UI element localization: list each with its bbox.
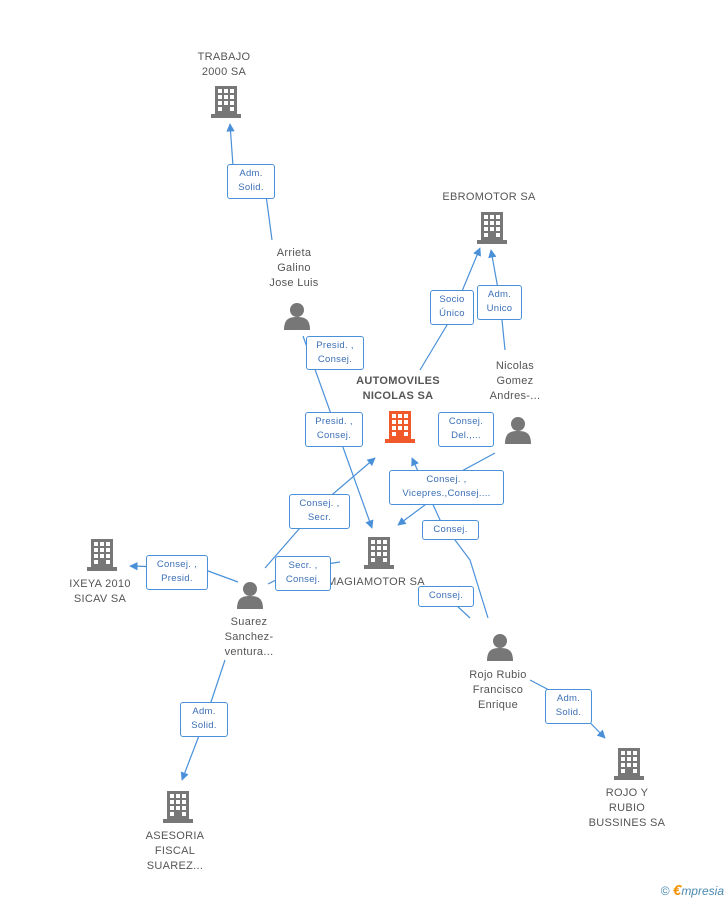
relation-label[interactable]: Consej. , Presid. bbox=[146, 555, 208, 590]
relation-label[interactable]: Presid. , Consej. bbox=[305, 412, 363, 447]
person-icon[interactable] bbox=[505, 417, 531, 444]
building-icon[interactable] bbox=[614, 748, 644, 780]
relation-label[interactable]: Consej. , Secr. bbox=[289, 494, 350, 529]
person-icon[interactable] bbox=[284, 303, 310, 330]
node-label-arrieta[interactable]: Arrieta Galino Jose Luis bbox=[269, 247, 319, 289]
node-label-asesoria[interactable]: ASESORIA FISCAL SUAREZ... bbox=[145, 830, 205, 872]
brand-name: mpresia bbox=[681, 884, 724, 898]
relation-label[interactable]: Adm. Solid. bbox=[545, 689, 592, 724]
building-icon[interactable] bbox=[477, 212, 507, 244]
person-icon[interactable] bbox=[237, 582, 263, 609]
node-label-rojo-person[interactable]: Rojo Rubio Francisco Enrique bbox=[469, 669, 527, 711]
building-icon[interactable] bbox=[211, 86, 241, 118]
relation-label[interactable]: Consej. , Vicepres.,Consej.... bbox=[389, 470, 504, 505]
relation-label[interactable]: Secr. , Consej. bbox=[275, 556, 331, 591]
node-label-trabajo[interactable]: TRABAJO 2000 SA bbox=[197, 51, 251, 78]
node-label-magiamotor[interactable]: MAGIAMOTOR SA bbox=[327, 576, 425, 588]
relation-label[interactable]: Adm. Solid. bbox=[227, 164, 275, 199]
node-label-rojo-company[interactable]: ROJO Y RUBIO BUSSINES SA bbox=[588, 787, 666, 829]
relation-label[interactable]: Adm. Solid. bbox=[180, 702, 228, 737]
relation-label[interactable]: Adm. Unico bbox=[477, 285, 522, 320]
person-icon[interactable] bbox=[487, 634, 513, 661]
brand-watermark: © €mpresia bbox=[661, 882, 724, 899]
relation-label[interactable]: Consej. bbox=[422, 520, 479, 540]
node-label-suarez[interactable]: Suarez Sanchez- ventura... bbox=[224, 616, 274, 658]
node-label-ixeya[interactable]: IXEYA 2010 SICAV SA bbox=[69, 578, 131, 605]
building-icon[interactable] bbox=[364, 537, 394, 569]
building-icon[interactable] bbox=[87, 539, 117, 571]
relation-label[interactable]: Socio Único bbox=[430, 290, 474, 325]
brand-logo-letter: € bbox=[672, 882, 682, 899]
node-label-ebromotor[interactable]: EBROMOTOR SA bbox=[442, 191, 536, 203]
copyright-icon: © bbox=[660, 884, 670, 898]
building-icon[interactable] bbox=[163, 791, 193, 823]
node-label-nicolas[interactable]: Nicolas Gomez Andres-... bbox=[489, 360, 541, 402]
relation-label[interactable]: Consej. Del.,... bbox=[438, 412, 494, 447]
relation-label[interactable]: Consej. bbox=[418, 586, 474, 607]
node-label-automoviles[interactable]: AUTOMOVILES NICOLAS SA bbox=[356, 375, 440, 402]
relation-label[interactable]: Presid. , Consej. bbox=[306, 336, 364, 370]
building-icon[interactable] bbox=[385, 411, 415, 443]
